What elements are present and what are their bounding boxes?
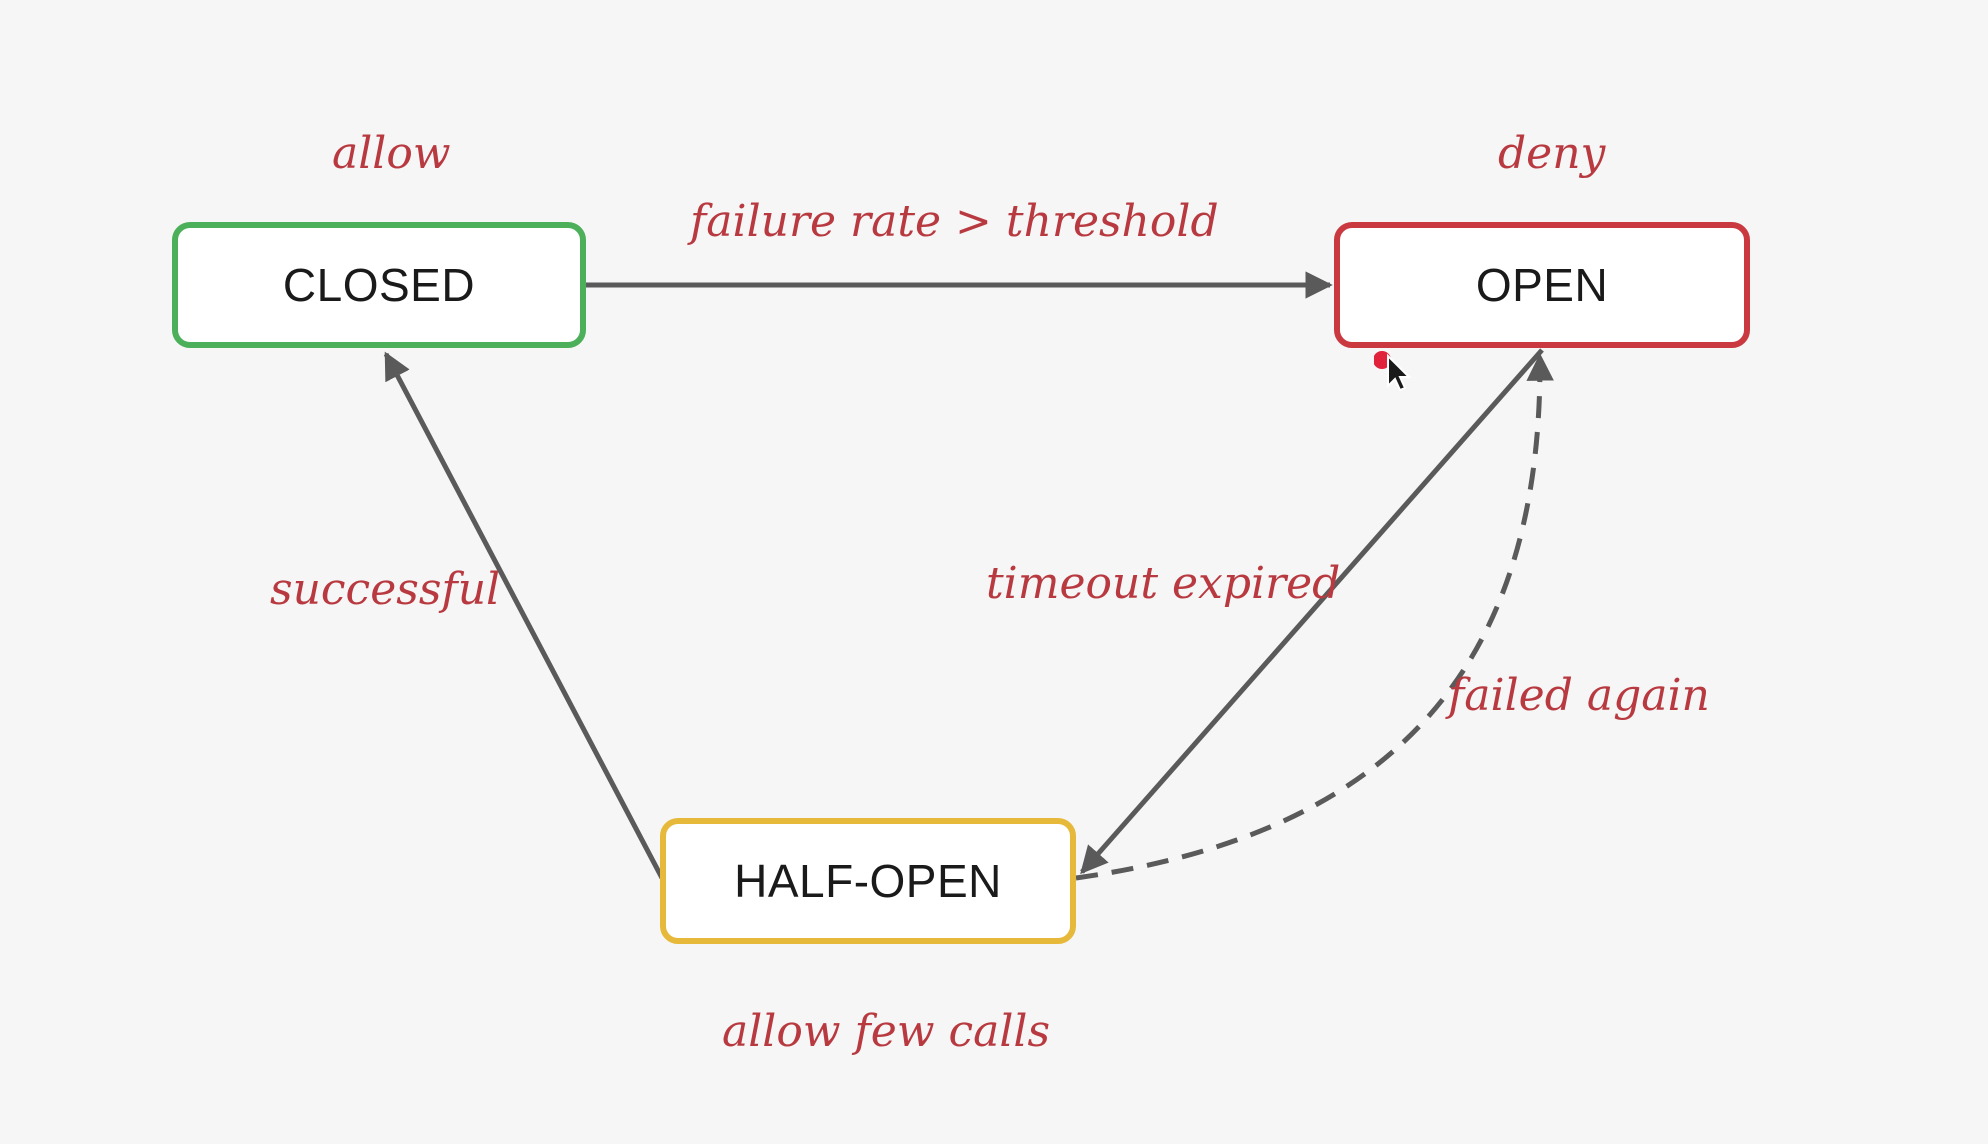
edge-half-open-to-open-dashed xyxy=(1075,353,1554,881)
closed-to-open-label: failure rate > threshold xyxy=(690,196,1219,247)
half-open-state-label: HALF-OPEN xyxy=(734,855,1002,907)
half-open-state-node: HALF-OPEN xyxy=(660,818,1076,944)
open-to-half-open-label: timeout expired xyxy=(986,558,1341,609)
open-state-label: OPEN xyxy=(1475,259,1609,311)
pointer-cursor-icon xyxy=(1374,351,1412,392)
open-state-note: deny xyxy=(1498,128,1606,179)
closed-state-note: allow xyxy=(332,128,451,179)
edge-open-to-half-open xyxy=(1080,348,1544,875)
open-state-node: OPEN xyxy=(1334,222,1750,348)
closed-state-node: CLOSED xyxy=(172,222,586,348)
half-open-state-note: allow few calls xyxy=(722,1006,1051,1057)
closed-state-label: CLOSED xyxy=(282,259,476,311)
half-open-to-open-label: failed again xyxy=(1448,670,1710,721)
edge-half-open-to-closed xyxy=(383,351,665,880)
half-open-to-closed-label: successful xyxy=(270,564,501,615)
